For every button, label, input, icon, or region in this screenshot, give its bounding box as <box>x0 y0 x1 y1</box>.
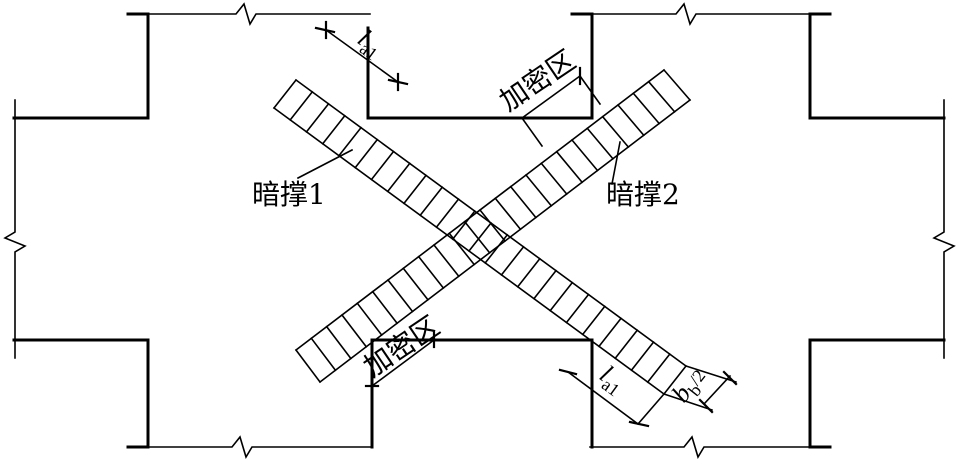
brace-1-stirrup <box>435 198 460 229</box>
beam-outline <box>366 12 594 449</box>
brace-2-stirrup <box>494 197 522 231</box>
brace-2-stirrup <box>662 68 692 102</box>
brace-2-stirrup <box>586 127 615 160</box>
brace-2-stirrup <box>570 138 599 172</box>
brace-2-stirrup <box>371 290 399 325</box>
brace-1-stirrup <box>289 90 314 122</box>
brace-1-stirrup <box>662 364 688 396</box>
brace-2-label: 暗撑2 <box>606 178 680 211</box>
dimension-la1-bottom <box>558 368 666 428</box>
brace-1 <box>272 78 688 396</box>
brace-1-stirrup <box>646 352 671 384</box>
brace-2-stirrup <box>524 173 553 207</box>
la1-top-label: la1 <box>350 23 389 64</box>
brace-1-stirrup <box>305 102 330 133</box>
brace-1-stirrup <box>532 269 558 300</box>
brace-1-stirrup <box>597 317 623 348</box>
brace-1-stirrup <box>467 221 493 253</box>
brace-2-stirrup <box>340 313 368 348</box>
brace-1-stirrup <box>630 341 655 372</box>
brace-2-stirrup <box>463 220 491 254</box>
brace-1-stirrup <box>272 78 298 110</box>
brace-2-stirrup <box>356 302 383 337</box>
brace-1-stirrup <box>321 114 346 145</box>
brace-2-stirrup <box>432 243 460 278</box>
brace-1-stirrup <box>565 293 590 324</box>
brace-1-stirrup <box>337 126 363 157</box>
left-wall <box>3 2 371 459</box>
brace-1-stirrup <box>402 174 428 205</box>
brace-2-stirrup <box>325 325 352 360</box>
brace-2-stirrup <box>632 92 661 125</box>
brace-1-stirrup <box>370 150 395 181</box>
dimension-bb-half <box>662 364 738 414</box>
brace-2-stirrup <box>647 80 676 113</box>
dimension-la1-top <box>314 20 409 92</box>
brace-1-stirrup <box>419 186 444 217</box>
brace-1-stirrup <box>386 162 411 193</box>
brace-1-stirrup <box>549 281 574 312</box>
brace-1-stirrup <box>451 209 476 241</box>
brace-1-stirrup <box>354 138 379 169</box>
brace-2-stirrup <box>616 103 645 137</box>
brace-2-stirrup <box>417 255 445 290</box>
brace-1-label: 暗撑1 <box>252 178 326 211</box>
brace-2-stirrup <box>540 162 568 196</box>
brace-2-stirrup <box>310 337 337 372</box>
dimension-dense-bottom <box>364 331 436 388</box>
brace-1-stirrup <box>614 329 639 360</box>
brace-1-leader <box>296 148 354 180</box>
brace-1-stirrup <box>500 245 525 276</box>
brace-2-leader <box>611 141 621 185</box>
brace-2-stirrup <box>478 208 507 243</box>
brace-2-stirrup <box>402 267 430 301</box>
brace-2-stirrup <box>448 232 476 266</box>
brace-2-stirrup <box>294 348 322 384</box>
brace-2-stirrup <box>555 150 584 184</box>
brace-1-stirrup <box>581 305 606 336</box>
brace-2-stirrup <box>386 278 414 313</box>
dimension-dense-top <box>513 66 602 148</box>
brace-1-stirrup <box>516 257 541 288</box>
bb-half-label: bb/2 <box>666 361 714 410</box>
right-wall <box>571 2 956 459</box>
brace-2-stirrup <box>509 185 537 219</box>
brace-2-stirrup <box>601 115 630 149</box>
brace-2 <box>294 68 692 384</box>
